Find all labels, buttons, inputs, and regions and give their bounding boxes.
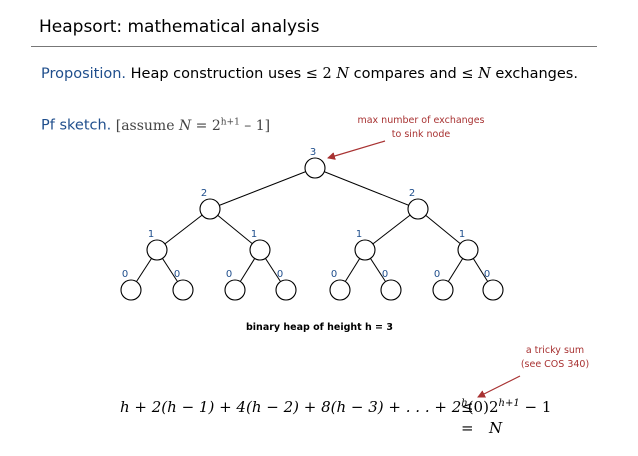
node-height-label: 1: [459, 229, 465, 240]
pf-open: [assume: [111, 117, 179, 134]
sum-arrow: [477, 375, 521, 398]
heap-node: [224, 279, 246, 301]
tree-edge: [417, 208, 469, 251]
node-height-label: 1: [251, 229, 257, 240]
proposition-text-3: exchanges.: [490, 66, 578, 82]
slide-title: Heapsort: mathematical analysis: [39, 17, 320, 37]
node-height-label: 1: [356, 229, 362, 240]
node-height-label: 0: [174, 269, 180, 280]
sum-annotation-line1: a tricky sum: [525, 345, 585, 356]
node-height-label: 0: [434, 269, 440, 280]
heap-node: [199, 198, 221, 220]
bound-base: 2: [489, 398, 499, 416]
node-height-label: 0: [226, 269, 232, 280]
tree-edge: [156, 208, 211, 251]
node-height-label: 0: [331, 269, 337, 280]
exchanges-annotation-line2: to sink node: [391, 129, 451, 140]
result-n: N: [489, 419, 503, 437]
relation-eq: =: [461, 419, 474, 437]
tree-nodes: [120, 157, 504, 301]
heap-node: [146, 239, 168, 261]
heap-node: [304, 157, 326, 179]
pf-exponent: h+1: [220, 117, 240, 127]
pf-sketch-line: Pf sketch. [assume N = 2h+1 – 1]: [41, 117, 270, 134]
pf-eq: = 2: [191, 117, 221, 134]
relation-leq: ≤: [461, 398, 474, 416]
pf-sketch-label: Pf sketch.: [41, 117, 112, 134]
bound-expression: 2h+1 − 1: [489, 398, 551, 416]
proposition-text-1: Heap construction uses: [126, 66, 306, 82]
proposition-bound-2: ≤: [461, 66, 479, 82]
sum-expression-main: h + 2(h − 1) + 4(h − 2) + 8(h − 3) + . .…: [120, 398, 462, 416]
node-height-label: 0: [382, 269, 388, 280]
heap-node: [457, 239, 479, 261]
proposition-var-2: N: [478, 66, 491, 82]
bound-tail: − 1: [519, 398, 552, 416]
sum-expression-tail: (0): [467, 398, 489, 416]
sum-annotation-line2: (see COS 340): [520, 359, 590, 370]
heap-node: [249, 239, 271, 261]
node-height-label: 2: [201, 188, 207, 199]
heap-node: [432, 279, 454, 301]
tree-edge: [314, 167, 419, 210]
bound-exponent: h+1: [498, 398, 520, 409]
proposition-label: Proposition.: [41, 66, 127, 82]
node-height-label: 0: [484, 269, 490, 280]
pf-tail: – 1]: [239, 117, 271, 134]
node-height-label: 0: [277, 269, 283, 280]
tree-labels: 3 2 2 1 1 1 1 0 0 0 0 0 0 0 0: [122, 147, 490, 280]
proposition-text-2: compares and: [349, 66, 462, 82]
tree-edge: [209, 208, 261, 251]
pf-var: N: [178, 117, 192, 134]
sum-annotation: a tricky sum (see COS 340): [508, 344, 602, 372]
node-height-label: 2: [409, 188, 415, 199]
sum-expression: h + 2(h − 1) + 4(h − 2) + 8(h − 3) + . .…: [120, 398, 489, 416]
node-height-label: 3: [310, 147, 316, 158]
heap-node: [329, 279, 351, 301]
heap-node: [120, 279, 142, 301]
heap-node: [172, 279, 194, 301]
exchanges-annotation-line1: max number of exchanges: [357, 115, 485, 126]
sum-expression-exponent: h: [461, 398, 468, 409]
exchanges-annotation: max number of exchanges to sink node: [356, 114, 486, 142]
heap-caption: binary heap of height h = 3: [246, 322, 393, 333]
heap-node: [407, 198, 429, 220]
proposition-line: Proposition. Heap construction uses ≤ 2 …: [41, 66, 578, 82]
heap-node: [380, 279, 402, 301]
tree-edge: [209, 167, 316, 210]
pf-assumption: [assume N = 2h+1 – 1]: [111, 117, 271, 134]
node-height-label: 0: [122, 269, 128, 280]
proposition-var-1: N: [336, 66, 350, 82]
title-divider: [31, 46, 597, 47]
exchanges-arrow: [327, 140, 386, 160]
tree-edge: [364, 208, 419, 251]
proposition-bound-1: ≤ 2: [305, 66, 337, 82]
heap-node: [275, 279, 297, 301]
heap-node: [354, 239, 376, 261]
heap-node: [482, 279, 504, 301]
node-height-label: 1: [148, 229, 154, 240]
